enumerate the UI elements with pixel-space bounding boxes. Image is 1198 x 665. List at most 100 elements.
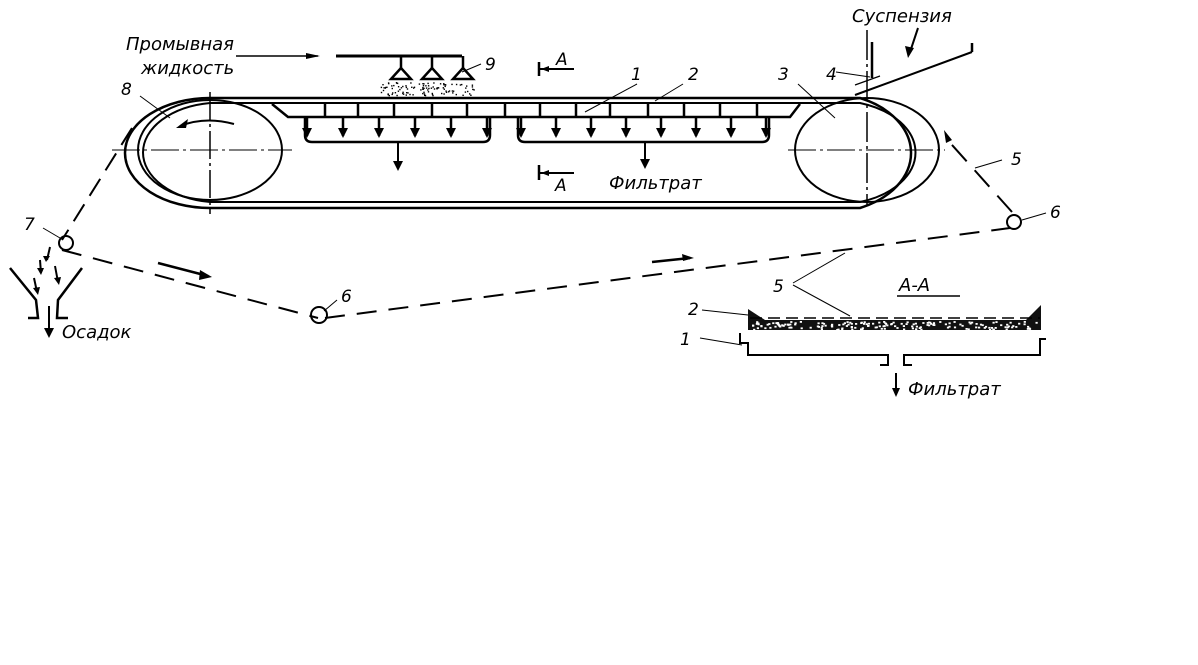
spray-droplet	[422, 88, 424, 90]
cake-speck	[1023, 321, 1026, 323]
cake-speck	[906, 321, 909, 324]
section-chamber-left	[739, 333, 889, 366]
filter-cloth	[61, 127, 1013, 319]
cake-speck	[816, 325, 819, 328]
conveyor-belt	[123, 96, 917, 210]
cake-speck	[979, 323, 983, 326]
cake-speck	[800, 327, 803, 330]
spray-droplet	[399, 88, 401, 91]
hopper-right-wall	[55, 267, 83, 320]
cake-speck	[779, 325, 782, 328]
cake-speck	[886, 324, 889, 327]
cake-speck	[1026, 328, 1029, 330]
cake-speck	[831, 323, 834, 326]
falling-arrow-icon	[54, 277, 61, 285]
cake-speck	[883, 327, 886, 330]
spray-droplet	[407, 92, 409, 94]
spray-droplet	[425, 85, 427, 87]
spray-droplet	[425, 87, 428, 89]
drain-arrow-icon	[586, 128, 596, 138]
cake-speck	[794, 322, 797, 325]
spray-droplet	[451, 90, 454, 92]
spray-droplet	[380, 91, 383, 94]
spray-droplet	[471, 84, 474, 86]
spray-droplet	[397, 90, 400, 92]
spray-droplet	[428, 87, 430, 90]
cake-speck	[851, 328, 854, 331]
drain-arrow-icon	[374, 128, 384, 138]
spray-droplet	[444, 85, 446, 88]
cake-speck	[1000, 324, 1003, 327]
leader-2	[654, 83, 684, 102]
cake-speck	[992, 328, 995, 331]
cake-speck	[769, 326, 772, 329]
spray-droplet	[420, 89, 422, 91]
drain-arrow-icon	[726, 128, 736, 138]
cake-speck	[874, 326, 877, 329]
cake-speck	[752, 324, 755, 327]
cake-speck	[846, 321, 849, 323]
cake-outlet-arrow-icon	[44, 328, 54, 338]
spray-droplet	[402, 85, 404, 88]
spray-droplet	[423, 93, 426, 95]
cake-speck	[969, 322, 972, 325]
cake-speck	[757, 322, 760, 325]
spray-droplet	[431, 93, 434, 96]
spray-droplet	[459, 84, 462, 86]
cake-speck	[817, 322, 820, 325]
spray-droplet	[441, 92, 443, 95]
spray-droplet	[427, 82, 429, 85]
spray-droplet	[470, 94, 472, 96]
cake-speck	[988, 326, 991, 329]
spray-droplet	[445, 90, 447, 92]
spray-droplet	[423, 87, 425, 90]
spray-droplet	[393, 84, 395, 87]
cake-speck	[861, 328, 864, 331]
drain-arrow-icon	[516, 128, 526, 138]
cake-speck	[799, 321, 802, 323]
label-cake: Осадок	[62, 322, 132, 343]
cake-speck	[842, 323, 845, 326]
leader-lines	[42, 63, 1047, 346]
drain-arrow-icon	[761, 128, 771, 138]
cake-speck	[930, 323, 933, 325]
label-suspension: Суспензия	[852, 6, 952, 27]
cake-speck	[822, 322, 826, 325]
spray-droplet	[472, 88, 474, 91]
cake-speck	[757, 323, 760, 326]
drain-arrow-icon	[446, 128, 456, 138]
cake-speck	[915, 328, 918, 331]
callout-9: 9	[485, 55, 496, 75]
spray-droplet	[422, 83, 424, 85]
cake-speck	[756, 327, 759, 330]
cake-speck	[932, 322, 936, 324]
cake-speck	[1005, 328, 1008, 331]
spray-droplet	[391, 85, 393, 87]
spray-droplet	[422, 86, 424, 89]
cake-hopper	[9, 246, 83, 338]
spray-droplet	[469, 93, 471, 95]
cake-speck	[880, 327, 883, 330]
section-arrow-icon	[541, 170, 549, 176]
cake-speck	[1035, 321, 1038, 324]
belt-outer	[123, 96, 913, 210]
section-mark-top-label: A	[555, 50, 568, 70]
spray-droplet	[423, 83, 425, 85]
cloth-direction-arrow-icon	[199, 270, 212, 280]
spray-droplet	[443, 83, 445, 85]
spray-droplet	[400, 87, 403, 89]
spray-droplet	[382, 84, 384, 86]
label-filtrate-main: Фильтрат	[609, 173, 702, 194]
callout-8: 8	[121, 80, 132, 100]
cake-speck	[850, 326, 853, 329]
cake-speck	[860, 328, 863, 331]
drive-drum	[788, 30, 945, 205]
spray-droplet	[442, 87, 444, 89]
drain-arrows	[302, 118, 771, 138]
spray-droplet	[385, 86, 387, 89]
label-wash-liquid-1: Промывная	[126, 34, 234, 55]
spray-droplet	[388, 94, 390, 97]
cake-speck	[865, 323, 868, 326]
spray-droplet	[452, 92, 454, 94]
cake-speck	[989, 328, 992, 331]
